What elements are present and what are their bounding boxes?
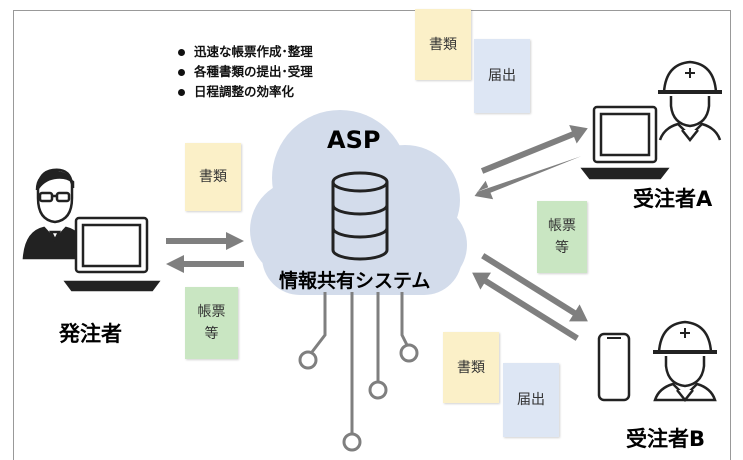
- benefit-item: 日程調整の効率化: [178, 82, 313, 102]
- left-forms-card: 帳票 等: [185, 287, 238, 359]
- bottom-documents-card: 書類: [443, 332, 499, 403]
- benefit-item: 各種書類の提出･受理: [178, 62, 313, 82]
- bullet-icon: [178, 68, 185, 76]
- right-forms-card: 帳票 等: [537, 201, 587, 273]
- outer-frame: [13, 10, 731, 460]
- asp-title: ASP: [327, 126, 381, 154]
- database-icon: [331, 171, 389, 261]
- top-documents-card: 書類: [415, 9, 471, 80]
- benefit-list: 迅速な帳票作成･整理 各種書類の提出･受理 日程調整の効率化: [178, 42, 313, 102]
- contractor-b-label: 受注者B: [626, 427, 706, 451]
- contractor-a-person-icon: [658, 60, 722, 143]
- contractor-b-phone-icon: [597, 332, 631, 402]
- bullet-icon: [178, 88, 185, 96]
- bottom-notice-card: 届出: [503, 363, 559, 437]
- orderer-label: 発注者: [59, 322, 122, 346]
- contractor-b-person-icon: [653, 320, 717, 403]
- system-label: 情報共有システム: [279, 270, 431, 292]
- upper-right-arrows: [474, 124, 588, 200]
- top-notice-card: 届出: [474, 39, 530, 113]
- left-documents-card: 書類: [185, 143, 241, 211]
- orderer-laptop-icon: [63, 216, 161, 292]
- left-arrows: [166, 232, 244, 273]
- bullet-icon: [178, 48, 185, 56]
- contractor-a-label: 受注者A: [633, 187, 713, 211]
- contractor-a-laptop-icon: [580, 105, 670, 180]
- lower-right-arrows: [472, 253, 588, 341]
- benefit-item: 迅速な帳票作成･整理: [178, 42, 313, 62]
- circuit-lines: [298, 292, 419, 452]
- orderer-person-icon: [22, 168, 88, 260]
